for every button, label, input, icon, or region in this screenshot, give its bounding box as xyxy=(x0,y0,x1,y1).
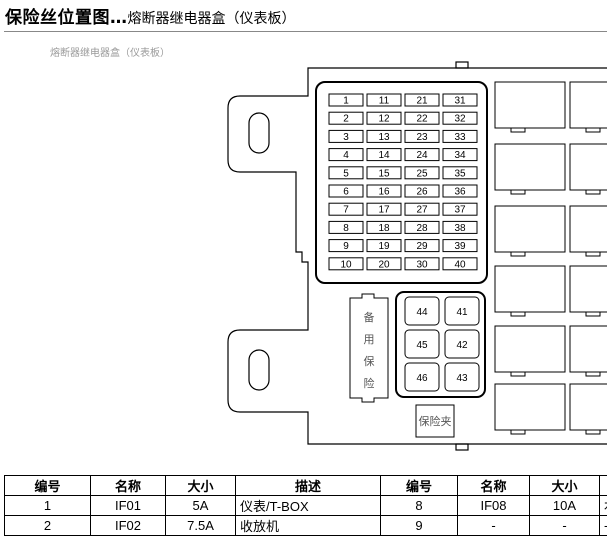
fuse-number: 36 xyxy=(454,187,466,198)
fuse-number: 38 xyxy=(454,223,466,234)
table-cell: 7.5A xyxy=(166,516,236,536)
fuse-number: 25 xyxy=(416,168,428,179)
fuse-number: 40 xyxy=(454,259,466,270)
table-cell: 2 xyxy=(5,516,91,536)
table-header-cell: 编号 xyxy=(5,476,91,496)
fuse-number: 1 xyxy=(343,96,349,107)
table-header-row: 编号 名称 大小 描述 编号 名称 大小 xyxy=(5,476,607,496)
table-cell: 8 xyxy=(381,496,458,516)
fuse-number: 7 xyxy=(343,205,349,216)
table-cell: 1 xyxy=(5,496,91,516)
table-cell: IF08 xyxy=(458,496,530,516)
relay-socket xyxy=(570,206,607,256)
fuse-number: 34 xyxy=(454,150,466,161)
relay-socket xyxy=(495,266,565,316)
clip-label: 保险夹 xyxy=(419,414,452,428)
relay-socket xyxy=(570,144,607,194)
table-cell: 10A xyxy=(530,496,600,516)
table-header-cell: 大小 xyxy=(166,476,236,496)
relay-number: 41 xyxy=(456,307,468,318)
fuse-number: 5 xyxy=(343,168,349,179)
table-header-cell: 描述 xyxy=(236,476,381,496)
spare-fuse-holder: 备 用 保 险 xyxy=(350,294,388,402)
fuse-number: 10 xyxy=(340,259,352,270)
fuse-spec-table: 编号 名称 大小 描述 编号 名称 大小 1 IF01 5A 仪表/T-BOX … xyxy=(4,475,607,536)
fuse-number: 15 xyxy=(378,168,390,179)
fuse-clip: 保险夹 xyxy=(416,405,454,437)
relay-socket xyxy=(495,206,565,256)
fuse-number: 39 xyxy=(454,241,466,252)
table-cell: 收放机 xyxy=(236,516,381,536)
table-header-cell: 名称 xyxy=(458,476,530,496)
fuse-number: 2 xyxy=(343,114,349,125)
fuse-number: 26 xyxy=(416,187,428,198)
relay-socket xyxy=(570,326,607,376)
fuse-number: 23 xyxy=(416,132,428,143)
table-cell: IF02 xyxy=(91,516,166,536)
relay-socket xyxy=(495,326,565,376)
relay-number: 42 xyxy=(456,340,468,351)
fuse-number: 37 xyxy=(454,205,466,216)
spare-label-char: 备 xyxy=(364,310,375,324)
spare-label-char: 保 xyxy=(364,354,375,368)
fuse-number: 19 xyxy=(378,241,390,252)
relay-socket xyxy=(495,144,565,194)
table-row: 1 IF01 5A 仪表/T-BOX 8 IF08 10A 右 xyxy=(5,496,607,516)
fuse-number: 13 xyxy=(378,132,390,143)
relay-number: 46 xyxy=(416,373,428,384)
fuse-number: 30 xyxy=(416,259,428,270)
table-cell: 仪表/T-BOX xyxy=(236,496,381,516)
fuse-number: 28 xyxy=(416,223,428,234)
relay-socket xyxy=(495,82,565,132)
table-header-cell: 名称 xyxy=(91,476,166,496)
table-cell: 5A xyxy=(166,496,236,516)
spare-label-char: 险 xyxy=(364,376,375,390)
table-header-cell: 大小 xyxy=(530,476,600,496)
relay-socket xyxy=(570,82,607,132)
table-cell: 右 xyxy=(600,496,607,516)
fuse-number: 27 xyxy=(416,205,428,216)
fuse-number: 29 xyxy=(416,241,428,252)
fuse-number: 33 xyxy=(454,132,466,143)
fuse-number: 3 xyxy=(343,132,349,143)
fuse-number: 4 xyxy=(343,150,349,161)
table-header-cell: 编号 xyxy=(381,476,458,496)
fuse-number: 12 xyxy=(378,114,390,125)
fuse-number: 9 xyxy=(343,241,349,252)
relay-number: 44 xyxy=(416,307,428,318)
relay-socket xyxy=(495,384,565,434)
fuse-number: 35 xyxy=(454,168,466,179)
fuse-number: 20 xyxy=(378,259,390,270)
fuse-number: 22 xyxy=(416,114,428,125)
spare-label-char: 用 xyxy=(364,333,375,346)
relay-sockets xyxy=(495,82,607,434)
fuse-number: 17 xyxy=(378,205,390,216)
fuse-number: 18 xyxy=(378,223,390,234)
fuse-number: 24 xyxy=(416,150,428,161)
fuse-number: 11 xyxy=(379,96,390,107)
table-cell: - xyxy=(458,516,530,536)
relay-number: 43 xyxy=(456,373,468,384)
fuse-number: 31 xyxy=(454,96,466,107)
table-cell: IF01 xyxy=(91,496,166,516)
relay-number: 45 xyxy=(416,340,428,351)
table-header-cell xyxy=(600,476,607,496)
fuse-number: 14 xyxy=(378,150,390,161)
relay-socket xyxy=(570,266,607,316)
table-cell: - xyxy=(530,516,600,536)
fuse-number: 32 xyxy=(454,114,466,125)
relay-socket xyxy=(570,384,607,434)
table-row: 2 IF02 7.5A 收放机 9 - - - xyxy=(5,516,607,536)
table-cell: - xyxy=(600,516,607,536)
fuse-number: 16 xyxy=(378,187,390,198)
fuse-number: 6 xyxy=(343,187,349,198)
fuse-box-diagram: 1234567891011121314151617181920212223242… xyxy=(0,0,607,470)
fuse-number: 8 xyxy=(343,223,349,234)
table-cell: 9 xyxy=(381,516,458,536)
fuse-number: 21 xyxy=(416,96,428,107)
